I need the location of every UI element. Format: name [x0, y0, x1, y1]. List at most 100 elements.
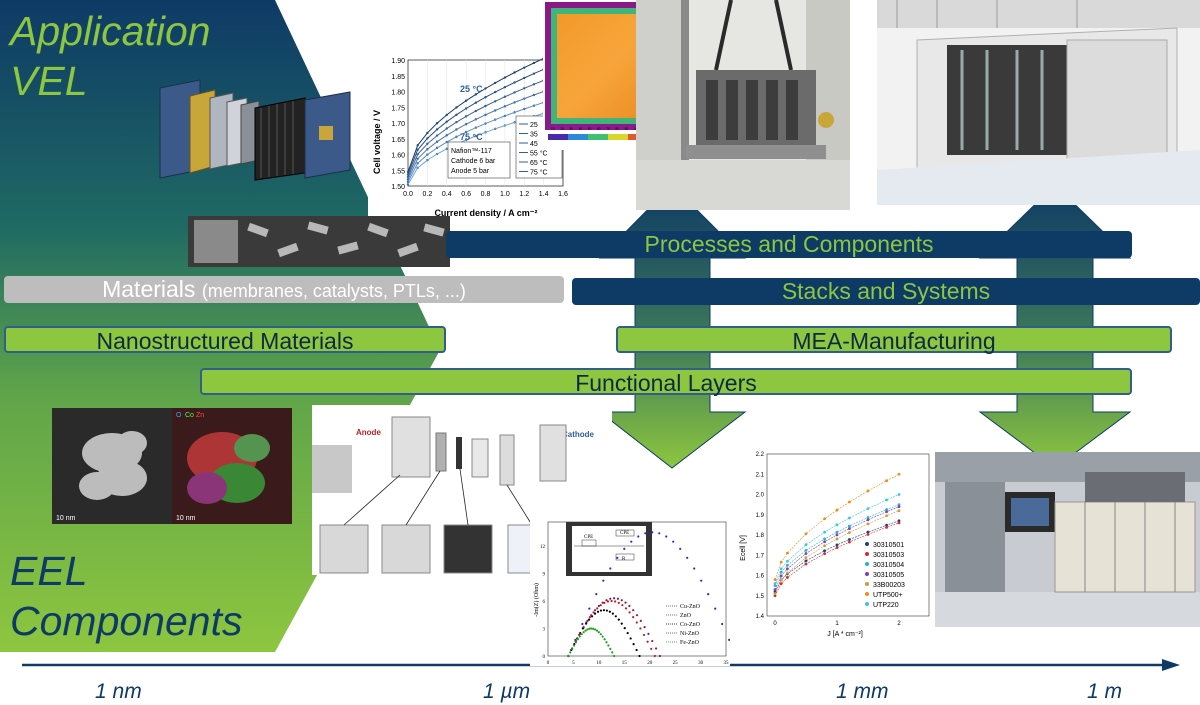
nyquist-point: [609, 647, 612, 650]
nyquist-point: [714, 607, 717, 610]
nyquist-point: [617, 618, 620, 621]
nyquist-point: [613, 654, 616, 658]
ecell-series-line: [774, 494, 900, 584]
heatmap-tick: 90: [625, 127, 629, 131]
ecell-point: [823, 549, 826, 553]
ecell-point: [866, 507, 870, 511]
microscopy-channel-zn: Zn: [196, 412, 204, 419]
polarization-xtick: 1.0: [500, 191, 510, 198]
ecell-ytick: 1.9: [756, 513, 765, 519]
nyquist-point: [572, 644, 576, 647]
ecell-point: [885, 525, 888, 529]
nyquist-point: [597, 631, 600, 634]
band-materials: Materials (membranes, catalysts, PTLs, .…: [4, 276, 564, 303]
polarization-ytick: 1.90: [391, 58, 405, 65]
polarization-xtick: 1.6: [558, 191, 568, 198]
nyquist-point: [613, 597, 616, 600]
nyquist-point: [605, 609, 609, 612]
nyquist-xtick: 5: [572, 661, 575, 666]
nyquist-point: [624, 601, 627, 604]
nyquist-point: [647, 632, 650, 635]
nyquist-point: [639, 627, 642, 630]
nyquist-point: [665, 535, 668, 538]
nyquist-point: [596, 610, 600, 613]
nyquist-point: [620, 599, 623, 602]
nyquist-xtick: 30: [698, 661, 704, 666]
polarization-xtick: 0.4: [442, 191, 452, 198]
band-processes-components: Processes and Components: [446, 231, 1132, 258]
polarization-legend-entry: 45: [530, 141, 538, 148]
ecell-legend-entry: 30310505: [873, 572, 904, 579]
polarization-ytick: 1.70: [391, 121, 405, 128]
nyquist-point: [582, 626, 585, 629]
nyquist-point: [574, 641, 578, 644]
nyquist-point: [707, 593, 710, 596]
heatmap-tick: 60: [597, 127, 601, 131]
nyquist-ytick: 3: [543, 628, 546, 633]
nyquist-point: [623, 547, 626, 550]
nyquist-point: [686, 556, 689, 559]
nyquist-circuit-label-3: R: [622, 557, 626, 562]
nyquist-legend-entry: Fe-ZnO: [680, 640, 700, 646]
nyquist-point: [630, 540, 633, 543]
nyquist-point: [629, 637, 632, 640]
scale-axis-arrowhead: [1162, 659, 1180, 671]
ecell-xtick: 2: [897, 621, 901, 627]
polarization-xtick: 1.4: [539, 191, 549, 198]
heatmap-tick: 50: [588, 127, 592, 131]
polarization-legend-entry: 75 °C: [530, 169, 548, 177]
polarization-ytick: 1.80: [391, 90, 405, 97]
nyquist-point: [609, 597, 612, 600]
polarization-xtick: 0.0: [403, 191, 413, 198]
polarization-legend-entry: 65 °C: [530, 159, 548, 167]
nyquist-circuit-label-1: CPE: [584, 535, 593, 540]
polarization-chart: Cell voltage / V 1.901.851.801.751.701.6…: [368, 52, 568, 220]
nyquist-point: [635, 621, 638, 624]
nyquist-point: [654, 647, 658, 650]
nyquist-point: [590, 627, 593, 630]
nyquist-point: [616, 597, 620, 600]
microscopy-channel-o: O: [176, 412, 182, 419]
title-application: Application: [10, 8, 211, 54]
ecell-ytick: 1.6: [756, 574, 765, 580]
polarization-legend-entry: 35: [530, 132, 538, 139]
ecell-point: [835, 546, 839, 550]
polarization-series-line: [407, 68, 544, 175]
heatmap-tick: 70: [606, 127, 610, 131]
polarization-series-line: [407, 80, 544, 178]
nyquist-point: [607, 644, 610, 647]
nyquist-point: [635, 614, 639, 617]
ecell-ytick: 1.7: [756, 553, 765, 559]
ecell-ytick: 2.1: [756, 472, 765, 478]
nyquist-point: [700, 579, 703, 582]
nyquist-point: [588, 616, 592, 619]
ecell-point: [866, 522, 870, 526]
exploded-stack-image: [159, 79, 351, 181]
polarization-ylabel: Cell voltage / V: [372, 110, 382, 174]
microscopy-scale-left: 10 nm: [56, 515, 76, 522]
nyquist-point: [597, 604, 600, 608]
scale-label-1mm: 1 mm: [836, 680, 889, 703]
polarization-ytick: 1.60: [391, 153, 405, 160]
nyquist-point: [639, 619, 642, 622]
ecell-point: [866, 518, 870, 522]
title-eel: EEL: [10, 548, 88, 594]
nyquist-point: [616, 556, 619, 559]
nyquist-point: [605, 641, 608, 644]
ecell-legend-marker: [865, 582, 869, 586]
nyquist-point: [610, 599, 613, 603]
ecell-series-line: [774, 504, 900, 586]
nyquist-point: [599, 633, 602, 636]
nyquist-point: [614, 600, 617, 603]
nyquist-point: [658, 654, 661, 658]
ecell-point: [897, 472, 901, 476]
nyquist-point: [621, 604, 624, 607]
ecell-point: [866, 489, 870, 493]
polarization-legend-entry: 25: [530, 122, 538, 129]
polarization-ytick: 1.55: [391, 168, 405, 175]
ecell-legend-marker: [865, 572, 869, 576]
nyquist-point: [588, 607, 591, 610]
ecell-series-line: [774, 510, 900, 594]
ecell-point: [885, 498, 888, 502]
ecell-ylabel: Ecell [V]: [740, 535, 747, 561]
